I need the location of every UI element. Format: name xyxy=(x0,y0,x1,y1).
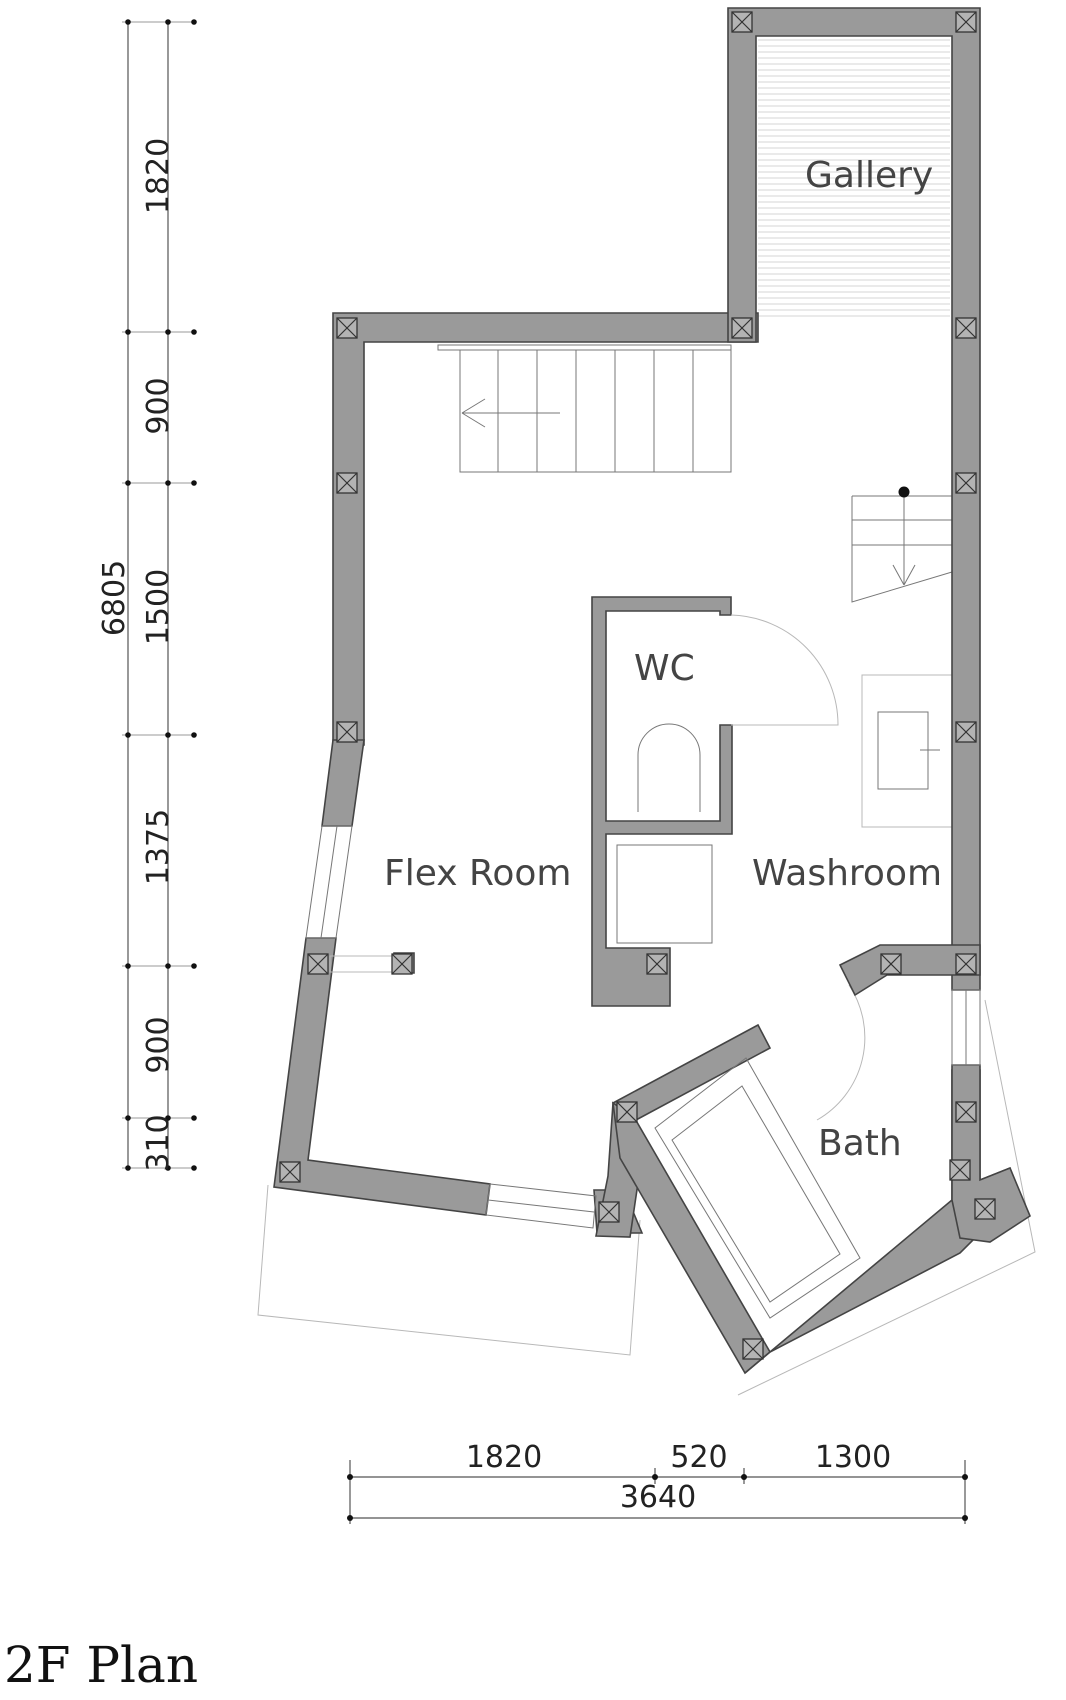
vertical-dimensions: 1820 900 6805 1500 1375 900 310 xyxy=(97,19,197,1172)
room-label-bath: Bath xyxy=(818,1123,902,1164)
post-5 xyxy=(955,317,977,339)
stair-main xyxy=(437,344,732,473)
dim-vertical-total-6805: 6805 xyxy=(97,560,132,636)
structural-posts xyxy=(279,11,996,1360)
post-8 xyxy=(336,721,358,743)
post-14 xyxy=(955,953,977,975)
stair-small xyxy=(851,486,953,603)
room-label-washroom: Washroom xyxy=(752,853,942,894)
room-label-wc: WC xyxy=(634,648,695,689)
post-19 xyxy=(974,1198,996,1220)
openings xyxy=(305,825,981,1229)
post-17 xyxy=(598,1201,620,1223)
sink-counter xyxy=(861,674,953,828)
post-15 xyxy=(616,1101,638,1123)
post-10 xyxy=(307,953,329,975)
dim-horizontal-1300: 1300 xyxy=(815,1440,891,1475)
dim-vertical-900-upper: 900 xyxy=(141,377,176,434)
post-13 xyxy=(880,953,902,975)
site-outline-right xyxy=(737,999,1036,1396)
post-3 xyxy=(336,317,358,339)
post-11 xyxy=(391,953,413,975)
plan-title: 2F Plan xyxy=(4,1636,198,1694)
room-label-gallery: Gallery xyxy=(805,155,933,196)
post-12 xyxy=(646,953,668,975)
wc-door-swing xyxy=(730,614,839,726)
room-label-flex-room: Flex Room xyxy=(384,853,572,894)
toilet xyxy=(637,723,701,812)
bath-door-swing xyxy=(816,984,866,1121)
dim-horizontal-total-3640: 3640 xyxy=(620,1480,696,1515)
horizontal-dimensions: 1820 520 1300 3640 xyxy=(347,1440,968,1524)
dim-horizontal-520: 520 xyxy=(670,1440,727,1475)
bathtub xyxy=(654,1057,861,1319)
outer-walls xyxy=(273,7,1031,1375)
post-4 xyxy=(731,317,753,339)
post-1 xyxy=(731,11,753,33)
dim-vertical-1500: 1500 xyxy=(141,569,176,645)
dim-horizontal-1820: 1820 xyxy=(466,1440,542,1475)
post-21 xyxy=(279,1161,301,1183)
post-9 xyxy=(955,721,977,743)
dim-vertical-900-lower: 900 xyxy=(141,1016,176,1073)
post-2 xyxy=(955,11,977,33)
post-6 xyxy=(336,472,358,494)
dim-vertical-310: 310 xyxy=(141,1114,176,1171)
dim-vertical-1375: 1375 xyxy=(141,809,176,885)
washer-box xyxy=(616,844,713,944)
post-7 xyxy=(955,472,977,494)
post-16 xyxy=(955,1101,977,1123)
post-20 xyxy=(742,1338,764,1360)
post-18 xyxy=(949,1159,971,1181)
dim-vertical-1820: 1820 xyxy=(141,138,176,214)
wc-walls xyxy=(591,596,733,1007)
gallery-grating xyxy=(758,39,950,317)
site-outline xyxy=(257,1184,641,1356)
